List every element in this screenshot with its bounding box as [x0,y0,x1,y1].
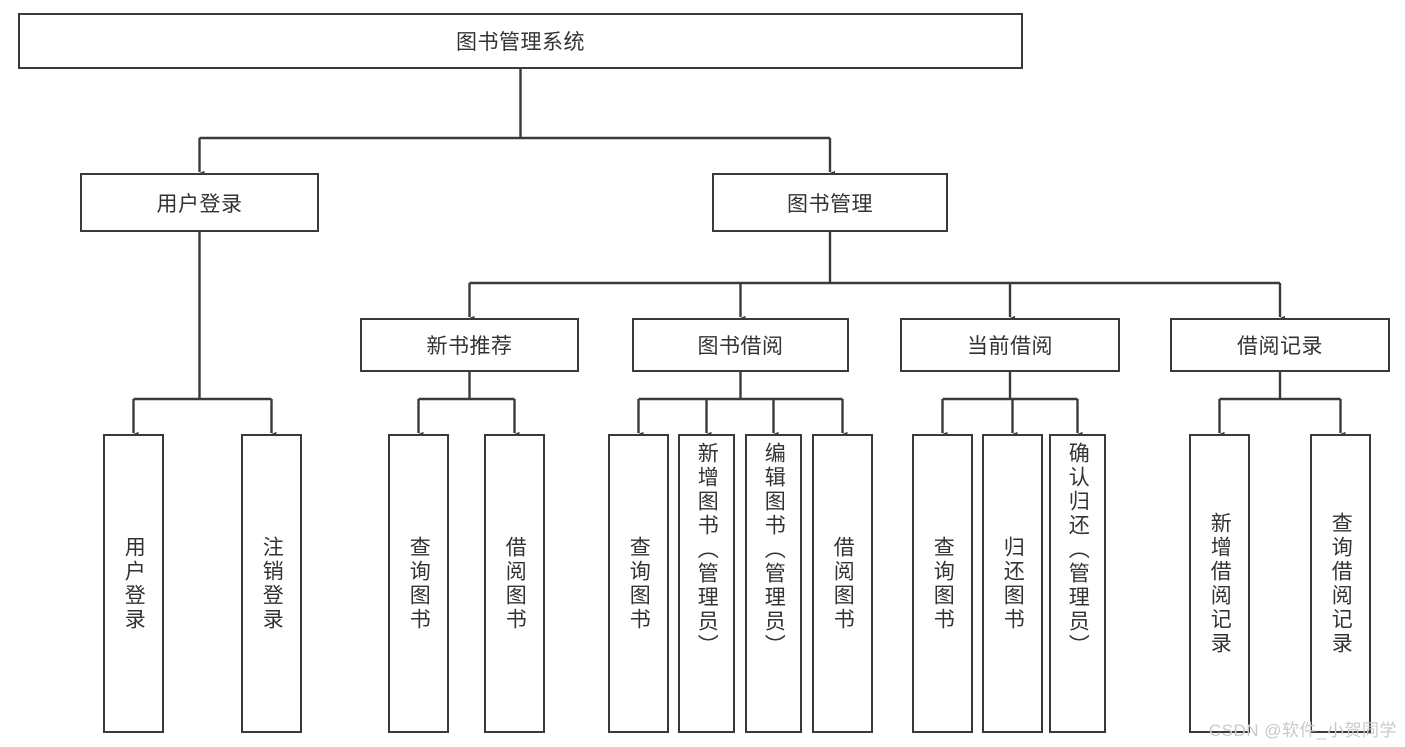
node-lf04[interactable]: 借阅图书 [484,434,545,733]
node-label: 新增借阅记录 [1208,511,1232,656]
node-lf08[interactable]: 借阅图书 [812,434,873,733]
node-label: 借阅图书 [503,535,527,632]
node-lf09[interactable]: 查询图书 [912,434,973,733]
node-label: 用户登录 [122,535,146,632]
node-lf02[interactable]: 注销登录 [241,434,302,733]
node-label: 图书借阅 [697,335,784,358]
node-label: 查询图书 [931,535,955,632]
node-label-wrap: 查询借阅记录 [1312,436,1369,731]
node-lf13[interactable]: 查询借阅记录 [1310,434,1371,733]
node-label-wrap: 归还图书 [984,436,1041,731]
node-l3d[interactable]: 借阅记录 [1170,318,1390,372]
node-lf03[interactable]: 查询图书 [388,434,449,733]
node-label: 图书管理系统 [456,31,585,54]
watermark-text: CSDN @软件_小贺同学 [1208,721,1397,740]
node-lf12[interactable]: 新增借阅记录 [1189,434,1250,733]
node-label-wrap: 借阅图书 [814,436,871,731]
node-label: 编辑图书（管理员） [762,442,786,658]
node-lf05[interactable]: 查询图书 [608,434,669,733]
node-label: 图书管理 [787,192,873,216]
node-label-wrap: 编辑图书（管理员） [747,436,800,731]
node-l3c[interactable]: 当前借阅 [900,318,1120,372]
node-lf06[interactable]: 新增图书（管理员） [678,434,735,733]
node-label-wrap: 查询图书 [914,436,971,731]
node-label-wrap: 注销登录 [243,436,300,731]
node-label: 查询图书 [407,535,431,632]
node-l2a[interactable]: 用户登录 [80,173,319,232]
node-lf07[interactable]: 编辑图书（管理员） [745,434,802,733]
node-label-wrap: 借阅图书 [486,436,543,731]
node-label-wrap: 用户登录 [105,436,162,731]
node-lf10[interactable]: 归还图书 [982,434,1043,733]
node-label: 新书推荐 [426,335,513,358]
node-l2b[interactable]: 图书管理 [712,173,948,232]
node-label: 当前借阅 [967,335,1053,358]
node-label-wrap: 查询图书 [610,436,667,731]
node-label: 用户登录 [156,192,243,216]
node-label: 查询借阅记录 [1329,511,1353,656]
node-label: 借阅图书 [831,535,855,632]
node-root[interactable]: 图书管理系统 [18,13,1023,69]
node-l3a[interactable]: 新书推荐 [360,318,579,372]
node-label-wrap: 新增图书（管理员） [680,436,733,731]
node-label: 确认归还（管理员） [1066,442,1090,658]
node-label: 新增图书（管理员） [695,442,719,658]
node-lf01[interactable]: 用户登录 [103,434,164,733]
node-l3b[interactable]: 图书借阅 [632,318,849,372]
node-label: 借阅记录 [1237,335,1323,358]
node-label-wrap: 新增借阅记录 [1191,436,1248,731]
node-label-wrap: 查询图书 [390,436,447,731]
node-label: 归还图书 [1001,535,1025,632]
node-label: 注销登录 [260,535,284,632]
node-label-wrap: 确认归还（管理员） [1051,436,1104,731]
node-label: 查询图书 [627,535,651,632]
node-lf11[interactable]: 确认归还（管理员） [1049,434,1106,733]
